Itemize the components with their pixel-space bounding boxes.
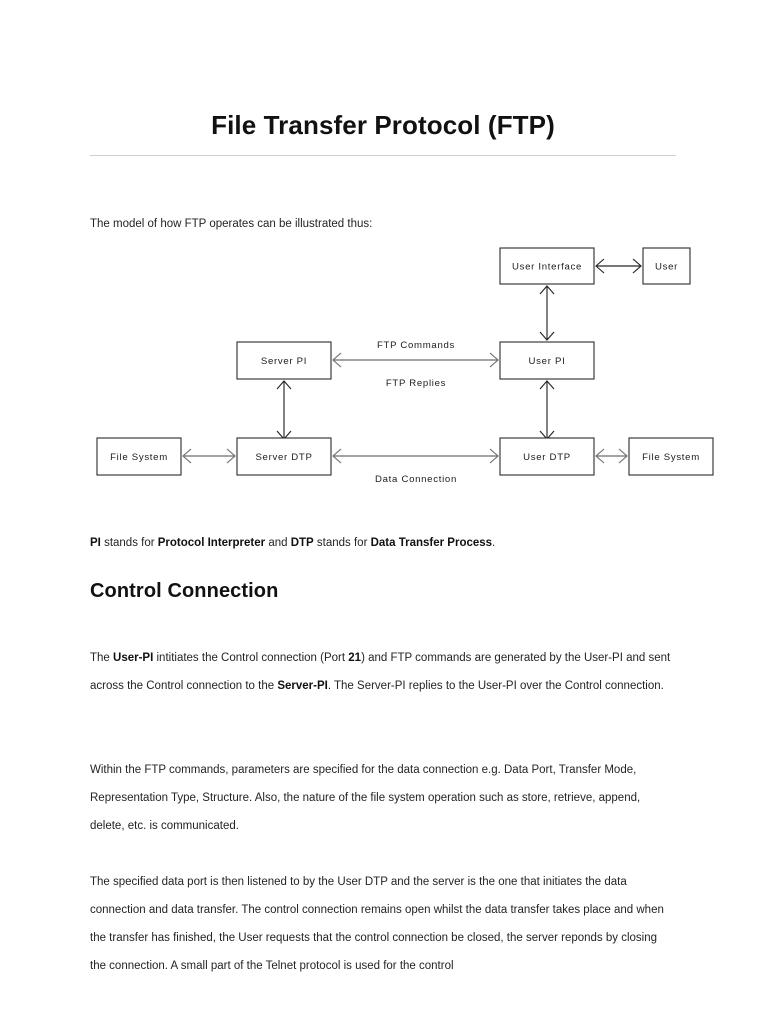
title-divider xyxy=(90,155,676,156)
edge-filesystemleft-serverdtp xyxy=(182,448,236,464)
legend-pi-abbr: PI xyxy=(90,536,101,549)
legend-pi-full: Protocol Interpreter xyxy=(157,536,266,549)
p1-s4: . The Server-PI replies to the User-PI o… xyxy=(327,679,664,692)
edge-label-ftp-replies: FTP Replies xyxy=(386,378,446,389)
p1-b3: Server-PI xyxy=(277,679,328,692)
paragraph-control-connection-1: The User-PI intitiates the Control conne… xyxy=(90,644,676,700)
p1-s3: ) and FTP commands are generated by the … xyxy=(90,651,671,692)
edge-ui-userpi xyxy=(539,285,555,341)
node-user-interface xyxy=(499,247,595,285)
edge-serverpi-serverdtp xyxy=(276,380,292,440)
node-file-system-right-label: File System xyxy=(642,452,700,463)
paragraph-control-connection-2: Within the FTP commands, parameters are … xyxy=(90,763,641,832)
node-file-system-right xyxy=(628,437,714,476)
node-server-dtp xyxy=(236,437,332,476)
node-user-pi xyxy=(499,341,595,380)
page-title: File Transfer Protocol (FTP) xyxy=(211,110,555,141)
edge-label-ftp-commands: FTP Commands xyxy=(377,340,455,351)
legend-text-2: stands for xyxy=(313,536,371,549)
node-server-dtp-label: Server DTP xyxy=(255,452,312,463)
edge-label-data-connection: Data Connection xyxy=(375,474,457,485)
node-user-dtp xyxy=(499,437,595,476)
node-user-label: User xyxy=(655,262,678,273)
p1-b1: User-PI xyxy=(113,651,154,664)
edge-ui-user xyxy=(595,258,642,274)
p1-s2: intitiates the Control connection (Port xyxy=(153,651,349,664)
legend-text-1: stands for xyxy=(100,536,158,549)
edge-serverdtp-userdtp xyxy=(332,448,499,464)
paragraph-control-connection-3: The specified data port is then listened… xyxy=(90,875,664,972)
legend-conjunction: and xyxy=(265,536,291,549)
edge-userpi-userdtp xyxy=(539,380,555,440)
intro-paragraph: The model of how FTP operates can be ill… xyxy=(90,217,373,230)
node-server-pi xyxy=(236,341,332,380)
node-file-system-left-label: File System xyxy=(110,452,168,463)
node-user-interface-label: User Interface xyxy=(512,262,582,273)
p1-b2: 21 xyxy=(348,651,362,664)
node-user-pi-label: User PI xyxy=(529,356,566,367)
node-user-dtp-label: User DTP xyxy=(523,452,571,463)
legend-dtp-abbr: DTP xyxy=(290,536,314,549)
node-server-pi-label: Server PI xyxy=(261,356,307,367)
p1-s1: The xyxy=(90,651,114,664)
node-user xyxy=(642,247,691,285)
ftp-model-diagram: User Interface User Server PI User PI xyxy=(90,235,720,495)
section-heading-control-connection: Control Connection xyxy=(90,579,279,602)
edge-serverpi-userpi xyxy=(332,352,499,368)
node-file-system-left xyxy=(96,437,182,476)
legend-dtp-full: Data Transfer Process xyxy=(370,536,493,549)
edge-userdtp-filesystemright xyxy=(595,448,628,464)
legend-period: . xyxy=(492,536,496,549)
abbreviation-legend: PI stands for Protocol Interpreter and D… xyxy=(90,529,676,557)
